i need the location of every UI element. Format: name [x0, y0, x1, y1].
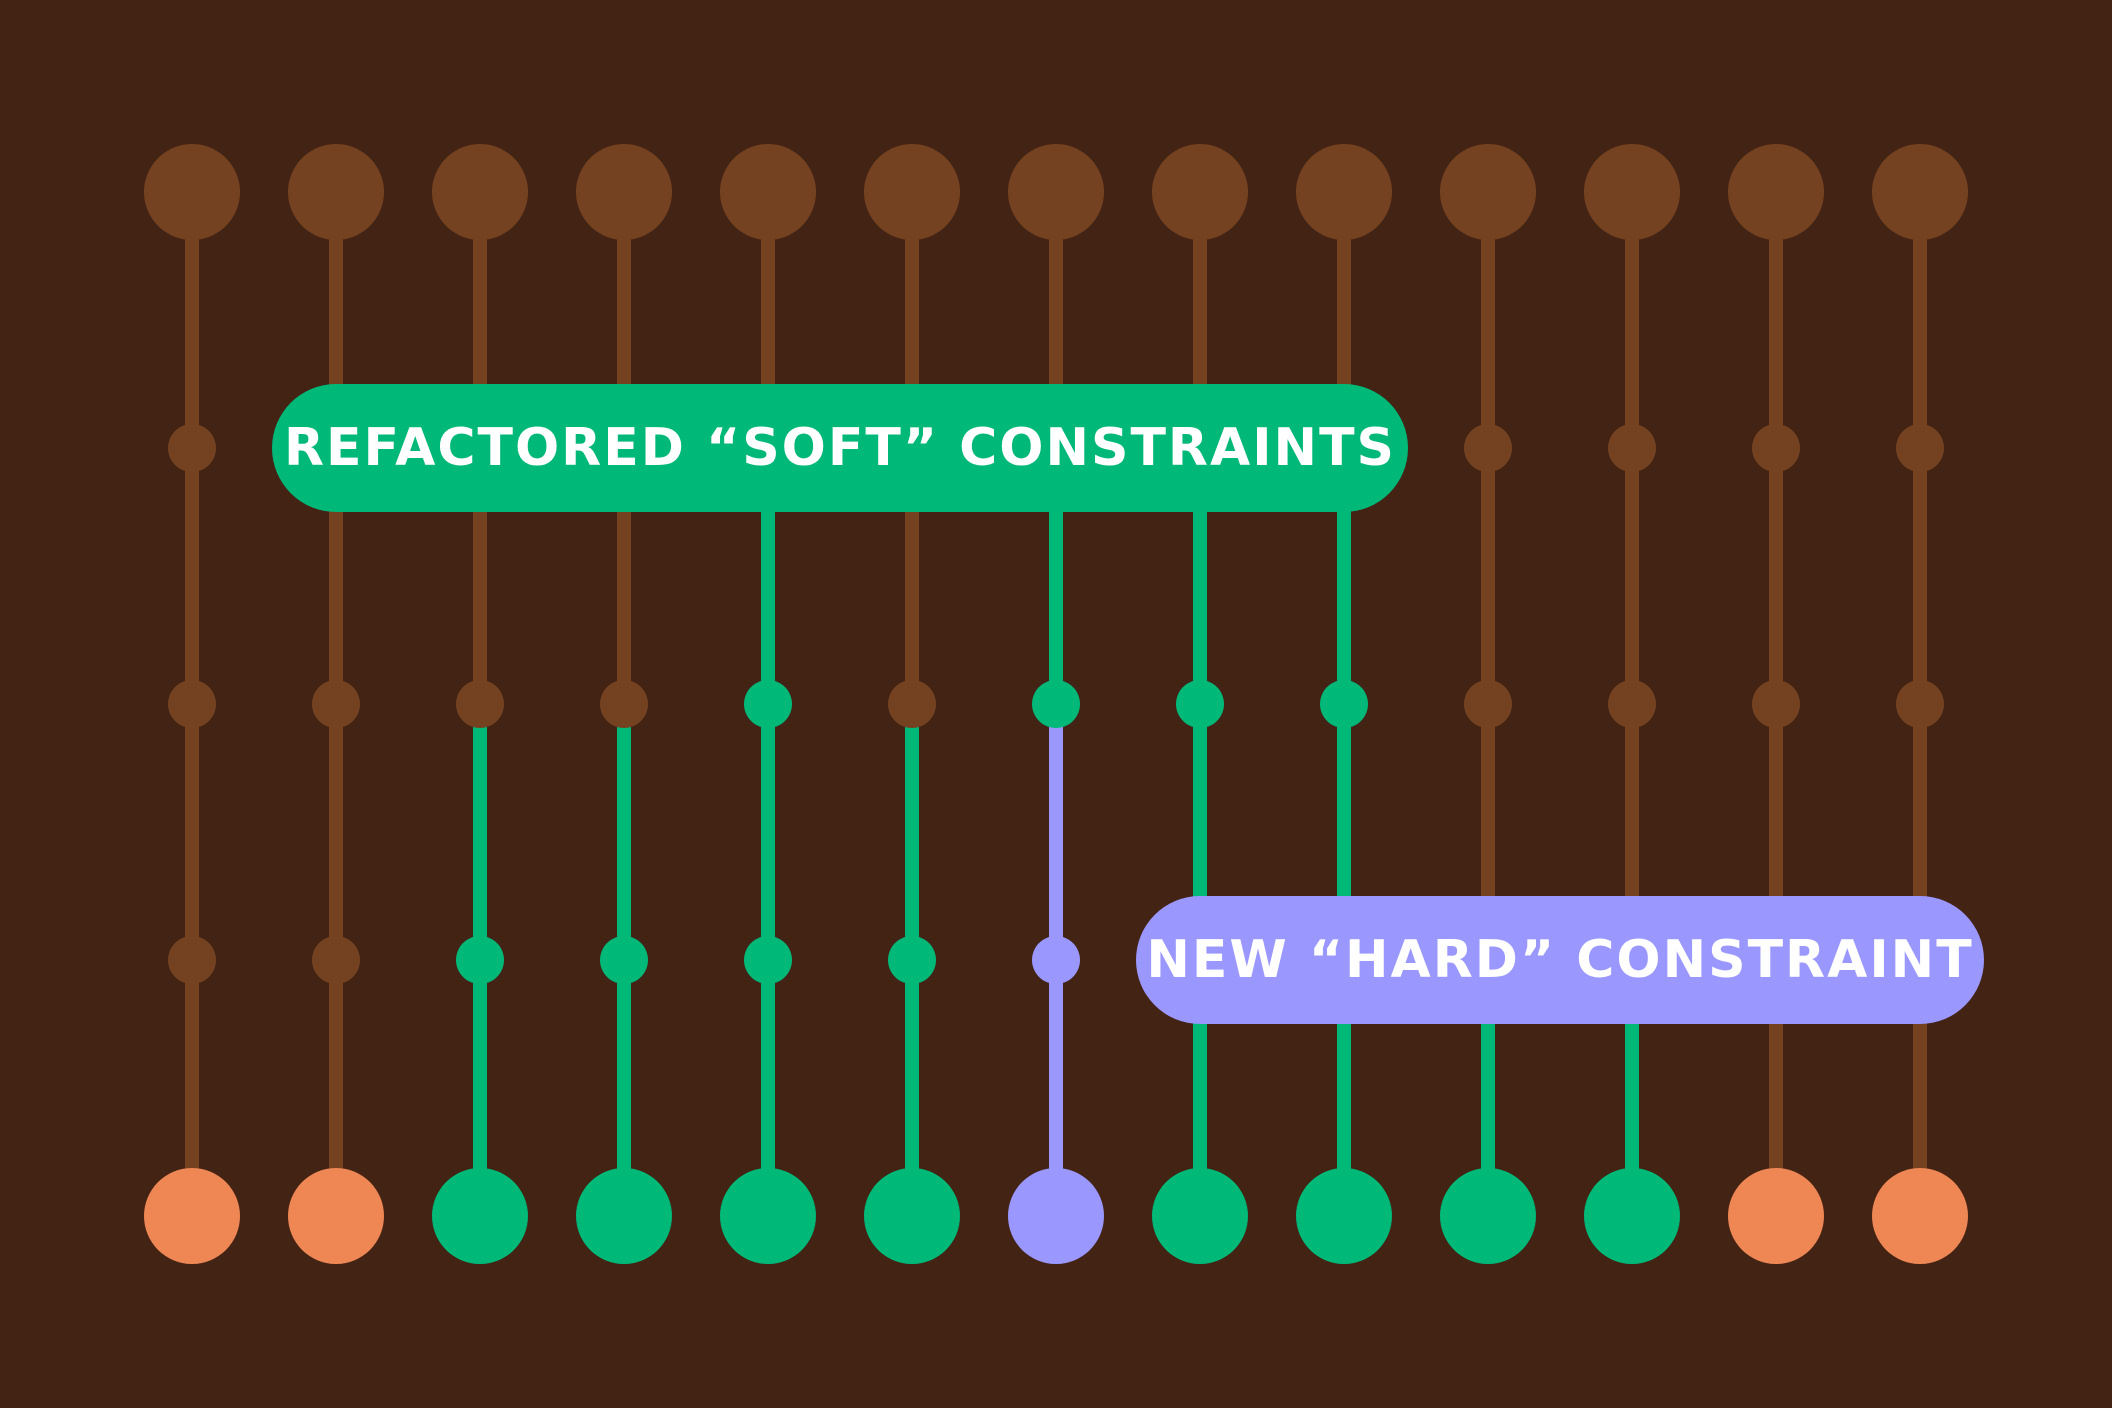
- top-node-2: [288, 144, 384, 240]
- mid-node-11-2: [1608, 680, 1656, 728]
- mid-node-2-2: [312, 680, 360, 728]
- mid-node-4-3: [600, 936, 648, 984]
- hard-constraint-label: NEW “HARD” CONSTRAINT: [1146, 930, 1973, 990]
- soft-constraints-legend: REFACTORED “SOFT” CONSTRAINTS: [272, 384, 1408, 512]
- mid-node-7-3: [1032, 936, 1080, 984]
- top-node-11: [1584, 144, 1680, 240]
- bottom-node-4: [576, 1168, 672, 1264]
- top-node-10: [1440, 144, 1536, 240]
- mid-node-1-1: [168, 424, 216, 472]
- mid-node-3-3: [456, 936, 504, 984]
- mid-node-13-2: [1896, 680, 1944, 728]
- soft-constraints-pill: [272, 384, 1408, 512]
- mid-node-7-2: [1032, 680, 1080, 728]
- mid-node-9-2: [1320, 680, 1368, 728]
- bottom-node-9: [1296, 1168, 1392, 1264]
- top-node-7: [1008, 144, 1104, 240]
- mid-node-6-3: [888, 936, 936, 984]
- mid-node-5-2: [744, 680, 792, 728]
- bottom-node-8: [1152, 1168, 1248, 1264]
- top-node-13: [1872, 144, 1968, 240]
- bottom-node-6: [864, 1168, 960, 1264]
- mid-node-12-1: [1752, 424, 1800, 472]
- hard-constraint-legend: NEW “HARD” CONSTRAINT: [1136, 896, 1984, 1024]
- mid-node-4-2: [600, 680, 648, 728]
- bottom-node-2: [288, 1168, 384, 1264]
- bottom-node-3: [432, 1168, 528, 1264]
- top-node-1: [144, 144, 240, 240]
- mid-node-8-2: [1176, 680, 1224, 728]
- mid-node-11-1: [1608, 424, 1656, 472]
- mid-node-10-2: [1464, 680, 1512, 728]
- top-node-6: [864, 144, 960, 240]
- mid-node-12-2: [1752, 680, 1800, 728]
- bottom-node-7: [1008, 1168, 1104, 1264]
- mid-node-10-1: [1464, 424, 1512, 472]
- top-node-3: [432, 144, 528, 240]
- top-node-8: [1152, 144, 1248, 240]
- mid-node-1-3: [168, 936, 216, 984]
- bottom-node-10: [1440, 1168, 1536, 1264]
- hard-constraint-pill: [1136, 896, 1984, 1024]
- column-5: [720, 144, 816, 1264]
- mid-node-3-2: [456, 680, 504, 728]
- top-node-9: [1296, 144, 1392, 240]
- mid-node-1-2: [168, 680, 216, 728]
- mid-node-6-2: [888, 680, 936, 728]
- top-node-4: [576, 144, 672, 240]
- mid-node-13-1: [1896, 424, 1944, 472]
- bottom-node-13: [1872, 1168, 1968, 1264]
- soft-constraints-label: REFACTORED “SOFT” CONSTRAINTS: [284, 418, 1396, 478]
- mid-node-5-3: [744, 936, 792, 984]
- mid-node-2-3: [312, 936, 360, 984]
- top-node-12: [1728, 144, 1824, 240]
- column-1: [144, 144, 240, 1264]
- bottom-node-11: [1584, 1168, 1680, 1264]
- bottom-node-5: [720, 1168, 816, 1264]
- top-node-5: [720, 144, 816, 240]
- bottom-node-1: [144, 1168, 240, 1264]
- bottom-node-12: [1728, 1168, 1824, 1264]
